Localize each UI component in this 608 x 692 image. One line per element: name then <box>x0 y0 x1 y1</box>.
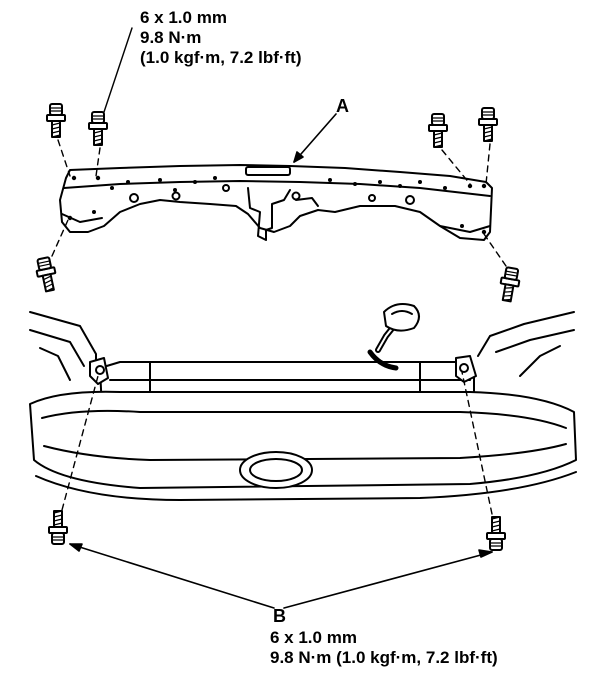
leader-b-left <box>69 543 275 609</box>
top-torque-spec: 6 x 1.0 mm 9.8 N·m (1.0 kgf·m, 7.2 lbf·f… <box>140 8 302 68</box>
bottom-spec-size: 6 x 1.0 mm <box>270 628 357 647</box>
leader-b-right <box>283 551 493 609</box>
callout-label-a: A <box>336 96 349 116</box>
leader-lines <box>69 113 493 609</box>
lower-bolts <box>48 510 506 551</box>
callout-label-b: B <box>273 606 286 626</box>
top-spec-torque-alt: (1.0 kgf·m, 7.2 lbf·ft) <box>140 48 302 67</box>
spec-leader <box>103 27 133 113</box>
upper-support-bracket <box>59 164 493 241</box>
bottom-spec-torque: 9.8 N·m (1.0 kgf·m, 7.2 lbf·ft) <box>270 648 498 667</box>
top-spec-size: 6 x 1.0 mm <box>140 8 227 27</box>
top-spec-torque: 9.8 N·m <box>140 28 202 47</box>
upper-alignment-lines <box>51 139 507 267</box>
bumper-assembly <box>29 303 577 501</box>
leader-a <box>293 113 337 163</box>
bottom-torque-spec: 6 x 1.0 mm 9.8 N·m (1.0 kgf·m, 7.2 lbf·f… <box>270 628 498 668</box>
lower-alignment-lines <box>61 371 493 515</box>
